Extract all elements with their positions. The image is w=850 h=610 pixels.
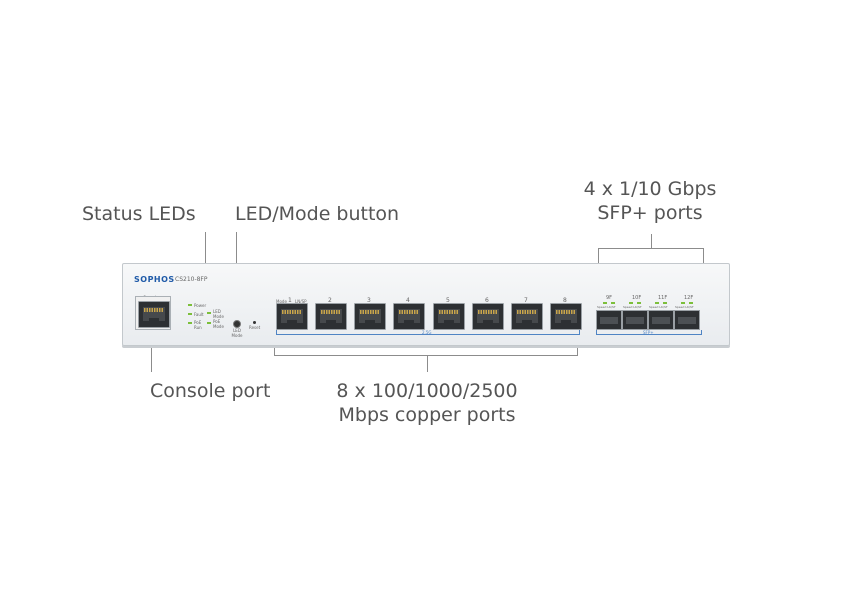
console-leader (151, 336, 152, 372)
sfp-led-10b (637, 302, 641, 304)
sfp-led-11b (663, 302, 667, 304)
port-number-8: 8 (563, 297, 567, 304)
led-label-fault: Fault (194, 312, 204, 317)
port-number-5: 5 (446, 297, 450, 304)
reset-button[interactable] (253, 321, 256, 324)
copper-port-6[interactable] (472, 303, 504, 330)
led-mode-button-callout: LED/Mode button (235, 203, 400, 225)
sfp-speed-label-9: Speed LK/ST (597, 305, 616, 309)
copper-lnsp-label: LN/SP (295, 299, 307, 304)
fault-led (188, 313, 192, 315)
led-label-power: Power (194, 303, 207, 308)
copper-port-5[interactable] (433, 303, 465, 330)
sfp-port-9[interactable] (596, 310, 622, 330)
port-number-4: 4 (406, 297, 410, 304)
port-number-6: 6 (485, 297, 489, 304)
led-label-led-mode: LED Mode (213, 309, 224, 319)
console-port[interactable] (138, 301, 170, 328)
copper-callout-line2: Mbps copper ports (338, 404, 516, 426)
led-mode-button[interactable] (233, 320, 241, 328)
model-label: CS210-8FP (175, 276, 208, 283)
copper-group-label: 2.5G (422, 330, 432, 335)
poe-run-led (188, 322, 192, 324)
sfp-led-9b (611, 302, 615, 304)
sfp-port-group: 9F 10F 11F 12F Speed LK/ST Speed LK/ST S… (596, 294, 704, 335)
copper-port-2[interactable] (315, 303, 347, 330)
sfp-number-12: 12F (684, 295, 694, 301)
led-mode-button-label: LED Mode (231, 328, 243, 338)
sfp-bracket-stem (651, 234, 652, 248)
reset-label: Reset (249, 325, 261, 330)
copper-callout-line1: 8 x 100/1000/2500 (336, 380, 518, 402)
copper-bracket-stem (427, 355, 428, 372)
port-number-2: 2 (328, 297, 332, 304)
led-mode-led (207, 312, 211, 314)
port-number-3: 3 (367, 297, 371, 304)
sfp-port-10[interactable] (622, 310, 648, 330)
sfp-number-11: 11F (658, 295, 668, 301)
sfp-number-10: 10F (632, 295, 642, 301)
sfp-group-bracket (596, 330, 702, 335)
copper-ports-callout: 8 x 100/1000/2500 Mbps copper ports (307, 379, 547, 427)
sfp-speed-label-12: Speed LK/ST (675, 305, 694, 309)
copper-port-4[interactable] (393, 303, 425, 330)
sfp-led-12b (689, 302, 693, 304)
power-led (188, 304, 192, 306)
copper-port-7[interactable] (511, 303, 543, 330)
copper-port-8[interactable] (550, 303, 582, 330)
sfp-number-9: 9F (606, 295, 613, 301)
sfp-speed-label-11: Speed LK/ST (649, 305, 668, 309)
copper-port-1[interactable] (276, 303, 308, 330)
sfp-speed-label-10: Speed LK/ST (623, 305, 642, 309)
switch-front-panel: SOPHOS CS210-8FP Console Power Fault PoE… (122, 263, 730, 346)
sfp-led-10a (629, 302, 633, 304)
copper-port-group: Mode LN/SP 1 2 3 4 5 6 7 8 2.5G (276, 294, 582, 335)
led-label-poe-mode: PoE Mode (213, 319, 224, 329)
sfp-led-11a (655, 302, 659, 304)
poe-mode-led (207, 322, 211, 324)
console-port-housing (135, 296, 171, 330)
copper-bracket-left (274, 338, 275, 355)
port-number-1: 1 (288, 297, 292, 304)
sfp-port-12[interactable] (674, 310, 700, 330)
sfp-led-9a (603, 302, 607, 304)
sfp-bracket-top (598, 248, 704, 249)
copper-bracket-right (577, 338, 578, 355)
status-leds-callout: Status LEDs (82, 203, 196, 225)
sfp-callout-line2: SFP+ ports (597, 202, 703, 224)
copper-port-3[interactable] (354, 303, 386, 330)
sfp-callout-line1: 4 x 1/10 Gbps (583, 178, 717, 200)
copper-bracket-bottom (274, 355, 578, 356)
sfp-ports-callout: 4 x 1/10 Gbps SFP+ ports (560, 177, 740, 225)
sfp-port-11[interactable] (648, 310, 674, 330)
copper-group-bracket (276, 330, 580, 335)
brand-logo: SOPHOS (134, 275, 175, 284)
copper-mode-label: Mode (276, 299, 287, 304)
sfp-led-12a (681, 302, 685, 304)
console-port-callout: Console port (150, 380, 271, 402)
sfp-group-label: SFP+ (643, 330, 654, 335)
port-number-7: 7 (524, 297, 528, 304)
led-label-poe-run: PoE Run (194, 320, 202, 330)
